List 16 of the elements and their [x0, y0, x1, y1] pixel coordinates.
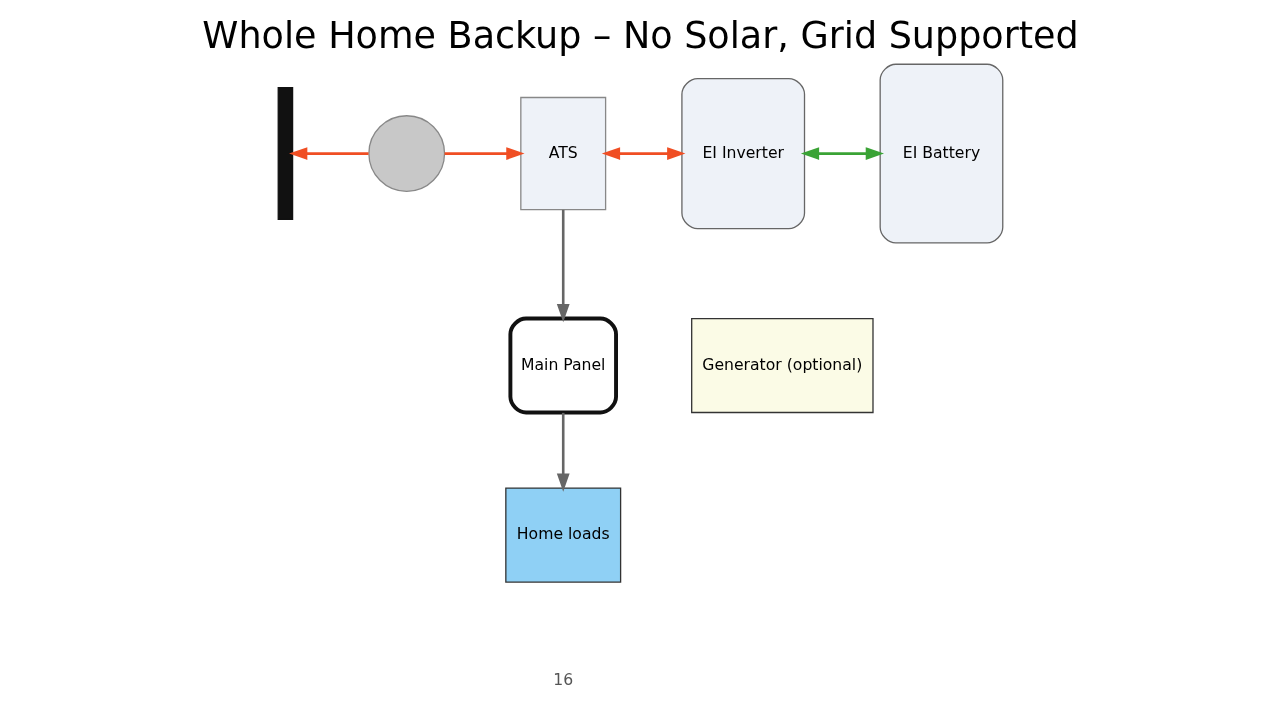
- arrow: [444, 147, 525, 160]
- node-box: EI Battery: [879, 63, 1003, 244]
- node-circle: [367, 115, 445, 193]
- node-box: Main Panel: [507, 316, 618, 415]
- arrow: [800, 147, 884, 160]
- arrow: [556, 209, 570, 323]
- node-box: ATS: [519, 96, 606, 211]
- node-box: [277, 87, 293, 221]
- arrow: [601, 147, 685, 160]
- label: 16: [552, 670, 573, 690]
- node-box: EI Inverter: [680, 77, 805, 230]
- arrow: [288, 147, 368, 160]
- node-box: Home loads: [504, 487, 621, 583]
- arrow: [556, 412, 570, 492]
- diagram-title: Whole Home Backup – No Solar, Grid Supported: [201, 13, 1079, 57]
- node-box: Generator (optional): [690, 317, 874, 414]
